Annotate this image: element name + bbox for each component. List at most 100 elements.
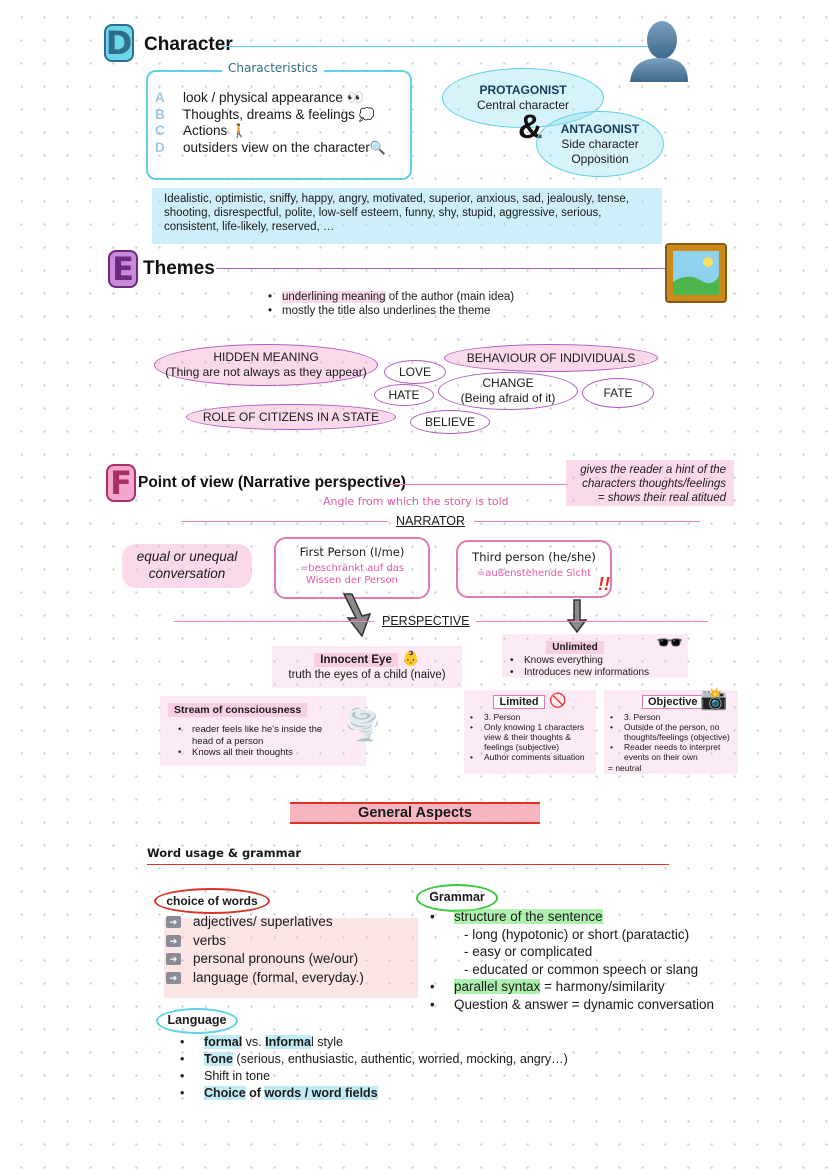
list-item: •Question & answer = dynamic conversatio… <box>430 996 715 1012</box>
walking-person-icon: 🚶 <box>231 123 248 138</box>
marker-d: D <box>155 139 165 155</box>
antagonist-oval: ANTAGONIST Side character Opposition <box>536 111 664 177</box>
picture-frame-icon <box>664 242 728 304</box>
innocent-eye-desc: truth the eyes of a child (naive) <box>288 669 446 681</box>
stream-label: Stream of consciousness <box>168 703 308 717</box>
themes-divider <box>216 268 668 269</box>
antagonist-line1: Side character <box>561 136 639 151</box>
list-item: •formal vs. Informal style <box>180 1035 343 1049</box>
choice-of-words-label: choice of words <box>154 888 270 914</box>
grammar-list: •structure of the sentence - long (hypot… <box>430 909 715 1012</box>
language-list: •formal vs. Informal style •Tone (seriou… <box>180 1034 568 1102</box>
list-item: ➔personal pronouns (we/our) <box>166 950 364 969</box>
thought-bubble-icon: 💭 <box>358 106 375 122</box>
perspective-line-left <box>174 621 374 622</box>
camera-icon: 📸 <box>700 686 728 711</box>
theme-believe: BELIEVE <box>410 410 490 434</box>
pov-hint: gives the reader a hint of the character… <box>566 460 734 506</box>
marker-c: C <box>155 123 165 138</box>
third-person-note: =außenstehende Sicht <box>476 568 592 579</box>
objective-box: Objective 3. Person Outside of the perso… <box>604 690 738 774</box>
language-label: Language <box>156 1008 238 1034</box>
eyes-icon: 👀 <box>346 89 365 105</box>
pov-subtitle: Angle from which the story is told <box>323 495 509 508</box>
arrow-right-icon: ➔ <box>166 934 181 947</box>
theme-love: LOVE <box>384 360 446 384</box>
marker-b: B <box>155 106 165 122</box>
choice-of-words-list: ➔adjectives/ superlatives ➔verbs ➔person… <box>166 913 364 987</box>
first-person-label: First Person (I/me) <box>299 545 405 559</box>
narrator-line-right <box>474 521 700 522</box>
protagonist-title: PROTAGONIST <box>479 83 567 97</box>
magnifier-icon: 🔍 <box>369 139 387 155</box>
stream-box: Stream of consciousness reader feels lik… <box>160 696 366 766</box>
characteristics-label: Characteristics <box>222 61 324 75</box>
word-usage-title: Word usage & grammar <box>147 846 302 860</box>
objective-label: Objective <box>642 695 704 709</box>
narrator-line-left <box>182 521 388 522</box>
theme-citizens: ROLE OF CITIZENS IN A STATE <box>186 404 396 430</box>
list-item: •structure of the sentence <box>430 909 603 924</box>
protagonist-subtitle: Central character <box>476 98 570 112</box>
themes-bullet: mostly the title also underlines the the… <box>266 304 514 318</box>
antagonist-title: ANTAGONIST <box>560 121 640 136</box>
arrow-down-icon <box>566 598 588 634</box>
innocent-eye-box: Innocent Eye 👶 truth the eyes of a child… <box>272 646 462 688</box>
list-item: •Shift in tone <box>180 1069 271 1083</box>
marker-a: A <box>155 90 165 105</box>
arrow-down-icon <box>340 592 374 638</box>
list-item: ➔verbs <box>166 932 364 951</box>
first-person-note: =beschränkt auf das Wissen der Person <box>299 563 405 586</box>
themes-title: Themes <box>143 258 215 279</box>
theme-fate: FATE <box>582 378 654 408</box>
limited-box: Limited 🚫 3. Person Only knowing 1 chara… <box>464 690 596 774</box>
third-person-label: Third person (he/she) <box>472 550 596 564</box>
pov-divider <box>390 484 568 485</box>
unlimited-list: Knows everything Introduces new informat… <box>508 655 682 679</box>
list-item: •Choice of words / word fields <box>180 1086 378 1100</box>
list-item: ➔adjectives/ superlatives <box>166 913 364 932</box>
section-letter-e: E <box>108 250 138 288</box>
list-item: ➔language (formal, everyday.) <box>166 969 364 988</box>
antagonist-line2: Opposition <box>571 151 629 166</box>
person-icon <box>628 18 690 84</box>
child-icon: 👶 <box>402 650 420 666</box>
perspective-label: PERSPECTIVE <box>382 614 470 628</box>
arrow-right-icon: ➔ <box>166 971 181 984</box>
section-letter-d: D <box>104 24 134 62</box>
section-letter-f: F <box>106 464 136 502</box>
unlimited-label: Unlimited <box>546 641 604 654</box>
prohibited-icon: 🚫 <box>549 692 567 708</box>
limited-list: 3. Person Only knowing 1 characters view… <box>468 712 592 762</box>
theme-behaviour: BEHAVIOUR OF INDIVIDUALS <box>444 344 658 372</box>
objective-list: 3. Person Outside of the person, no thou… <box>608 712 734 762</box>
pov-title: Point of view (Narrative perspective) <box>138 474 406 491</box>
traits-text: Idealistic, optimistic, sniffy, happy, a… <box>164 193 629 233</box>
narrator-label: NARRATOR <box>396 514 465 528</box>
traits-box: Idealistic, optimistic, sniffy, happy, a… <box>152 188 662 244</box>
list-item: •parallel syntax = harmony/similarity <box>430 979 665 994</box>
stream-list: reader feels like he's inside the head o… <box>176 724 326 759</box>
arrow-right-icon: ➔ <box>166 953 181 966</box>
third-person-box: Third person (he/she) =außenstehende Sic… <box>456 540 612 598</box>
equal-unequal: equal or unequal conversation <box>122 544 252 588</box>
themes-bullets: underlining meaning of the author (main … <box>266 290 514 318</box>
first-person-box: First Person (I/me) =beschränkt auf das … <box>274 537 430 599</box>
list-item: •Tone (serious, enthusiastic, authentic,… <box>180 1052 568 1066</box>
themes-bullet: underlining meaning of the author (main … <box>266 290 514 304</box>
theme-hidden-meaning: HIDDEN MEANING (Thing are not always as … <box>154 344 378 386</box>
general-aspects-banner: General Aspects <box>290 802 540 824</box>
character-divider <box>222 46 652 47</box>
theme-hate: HATE <box>374 384 434 406</box>
theme-change: CHANGE (Being afraid of it) <box>438 372 578 410</box>
unlimited-box: Unlimited Knows everything Introduces ne… <box>502 634 688 679</box>
general-aspects-title: General Aspects <box>358 805 472 821</box>
character-title: Character <box>144 34 233 55</box>
perspective-line-right <box>476 621 708 622</box>
limited-label: Limited <box>493 695 545 709</box>
